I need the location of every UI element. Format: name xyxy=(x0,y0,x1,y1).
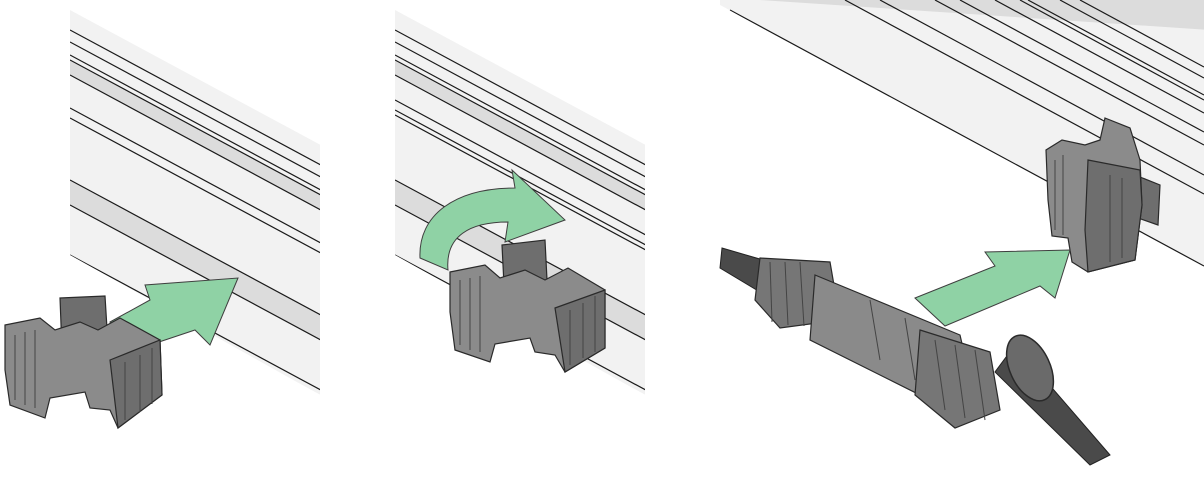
panel-3 xyxy=(719,0,1204,466)
connector-end-cap xyxy=(1005,334,1055,402)
panel-1 xyxy=(4,10,320,430)
arrow-3 xyxy=(914,249,1071,327)
arrow-2 xyxy=(419,168,566,271)
clip-ribs xyxy=(1054,155,1123,262)
cable-connector xyxy=(719,247,1111,466)
clip-ribs xyxy=(459,276,596,365)
rail-top-strip xyxy=(720,0,1204,30)
clip-2 xyxy=(449,239,606,373)
clip-1 xyxy=(4,295,163,430)
panel-2 xyxy=(395,10,645,395)
rail-top-strip xyxy=(395,60,645,215)
clip-front-face xyxy=(109,339,163,430)
connector-ribs xyxy=(769,261,986,421)
connector-nut-right xyxy=(914,329,1001,429)
clip-front-face xyxy=(554,289,606,373)
rail-top-strip xyxy=(70,60,320,215)
clip-side-face xyxy=(1084,159,1143,273)
clip-ribs xyxy=(14,330,153,420)
rail-groove xyxy=(70,180,320,345)
curved-arrow-icon xyxy=(419,168,566,271)
clip-3 xyxy=(1045,117,1161,273)
straight-arrow-icon xyxy=(914,249,1071,327)
